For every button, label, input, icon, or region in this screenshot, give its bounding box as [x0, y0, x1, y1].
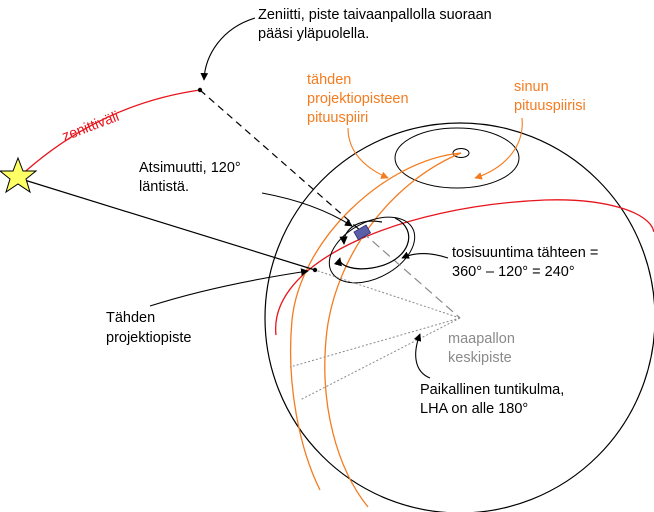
- polar-circle: [394, 127, 520, 189]
- lha-label: Paikallinen tuntikulma, LHA on alle 180°: [420, 382, 568, 417]
- star-meridian: [289, 152, 462, 491]
- zenith-distance-label: zenittiväli: [60, 109, 121, 145]
- star-meridian-pointer: [347, 127, 389, 179]
- horizon-ellipse: [328, 216, 416, 284]
- zenith-point: [197, 87, 203, 93]
- pole-mark: [452, 148, 470, 158]
- azimuth-label: Atsimuutti, 120° läntistä.: [139, 160, 245, 195]
- center-line-a: [289, 317, 461, 368]
- observer-center-line: [361, 231, 461, 319]
- observer-meridian-pointer: [474, 117, 523, 180]
- true-bearing-label: tosisuuntima tähteen = 360° – 120° = 240…: [452, 245, 602, 280]
- center-line-b: [299, 317, 461, 401]
- red-great-circle: [275, 199, 654, 336]
- observer-icon: [353, 224, 372, 241]
- projection-pointer: [149, 268, 309, 307]
- observer-meridian: [324, 152, 462, 508]
- zenith-pointer: [200, 17, 256, 81]
- azimuth-arc: [339, 220, 383, 245]
- earth-center-label: maapallon keskipiste: [448, 331, 519, 366]
- zenith-distance-arc: [17, 89, 201, 179]
- center-to-projection: [314, 269, 461, 319]
- star-projection-label: Tähden projektiopiste: [106, 310, 191, 346]
- lha-pointer: [413, 333, 431, 379]
- your-meridian-label: sinun pituuspiirisi: [514, 79, 586, 114]
- earth-sphere: [264, 122, 654, 512]
- zenith-label: Zeniitti, piste taivaanpallolla suoraan …: [258, 7, 496, 42]
- true-bearing-arc: [333, 217, 410, 270]
- projection-point: [312, 267, 318, 273]
- bearing-pointer: [401, 251, 449, 259]
- star-ray: [17, 177, 316, 271]
- azimuth-pointer: [261, 192, 353, 227]
- star-meridian-label: tähden projektiopisteen pituuspiiri: [307, 72, 413, 126]
- star-icon: [0, 156, 38, 194]
